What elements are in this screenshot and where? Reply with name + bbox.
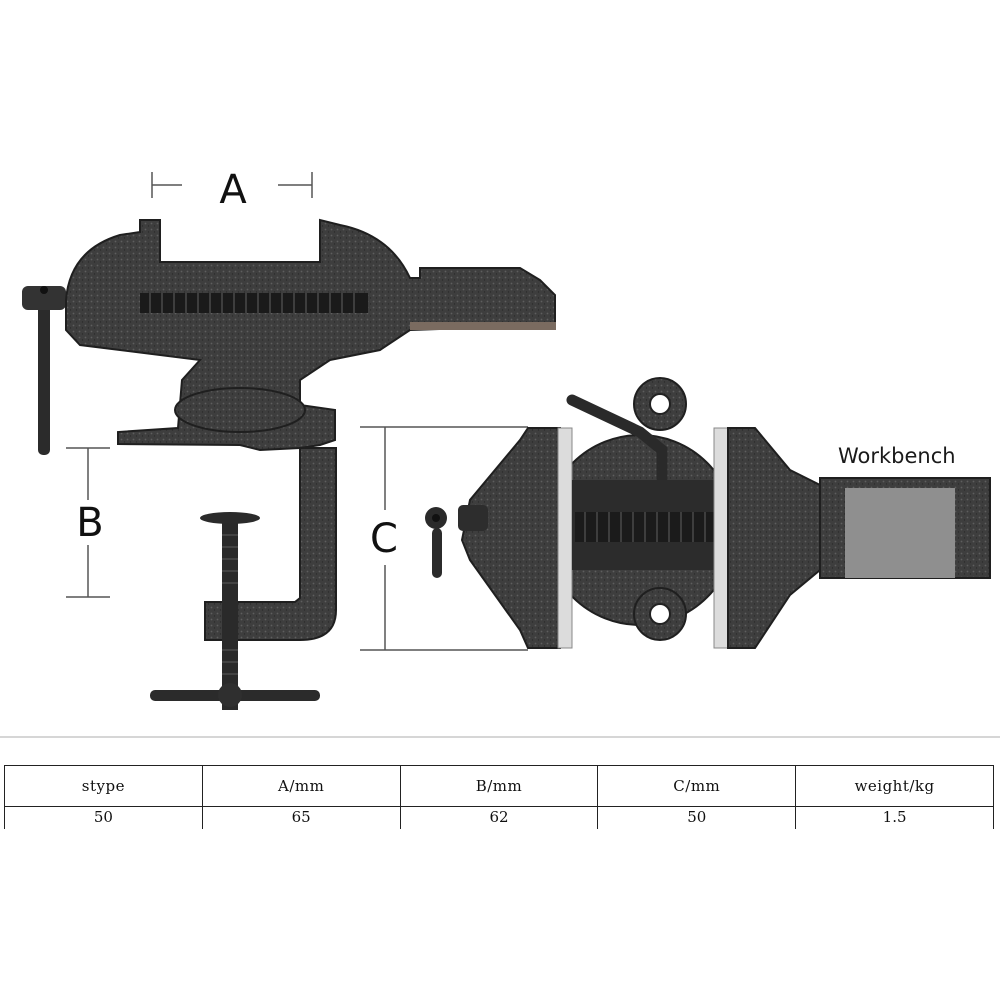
side-handle <box>38 290 50 455</box>
rear-jaw <box>727 427 821 649</box>
cell-stype: 50 <box>4 806 203 829</box>
dimension-c-label: C <box>370 516 398 562</box>
vise-body <box>65 218 556 452</box>
spec-table-header-row: stype A/mm B/mm C/mm weight/kg <box>4 765 994 807</box>
dimension-b-label: B <box>76 500 103 546</box>
cell-c-mm: 50 <box>597 806 797 829</box>
header-stype: stype <box>4 765 203 807</box>
cell-b-mm: 62 <box>399 806 599 829</box>
workbench-block <box>845 488 955 578</box>
c-clamp <box>204 447 337 641</box>
dimension-c <box>360 426 528 651</box>
cell-weight-kg: 1.5 <box>795 806 994 829</box>
divider <box>0 736 1000 738</box>
front-jaw-insert <box>557 427 573 649</box>
spec-table: stype A/mm B/mm C/mm weight/kg 50 65 62 … <box>4 765 994 829</box>
workbench-label: Workbench <box>838 444 956 468</box>
dimension-a-label: A <box>219 167 247 213</box>
rear-jaw-insert <box>713 427 729 649</box>
header-b-mm: B/mm <box>399 765 599 807</box>
swivel-lock-handle <box>566 394 668 484</box>
cell-a-mm: 65 <box>201 806 401 829</box>
header-a-mm: A/mm <box>201 765 401 807</box>
table-row: 50 65 62 50 1.5 <box>4 806 994 829</box>
header-c-mm: C/mm <box>597 765 797 807</box>
dimension-a <box>151 172 313 198</box>
dimension-b <box>66 447 110 598</box>
side-view-vise: A <box>22 167 556 710</box>
vise-diagram: A <box>22 167 991 710</box>
side-screw <box>140 293 368 313</box>
header-weight-kg: weight/kg <box>795 765 994 807</box>
clamp-screw <box>222 520 238 710</box>
front-jaw <box>460 427 561 649</box>
top-view-vise: C Workb <box>360 377 991 651</box>
